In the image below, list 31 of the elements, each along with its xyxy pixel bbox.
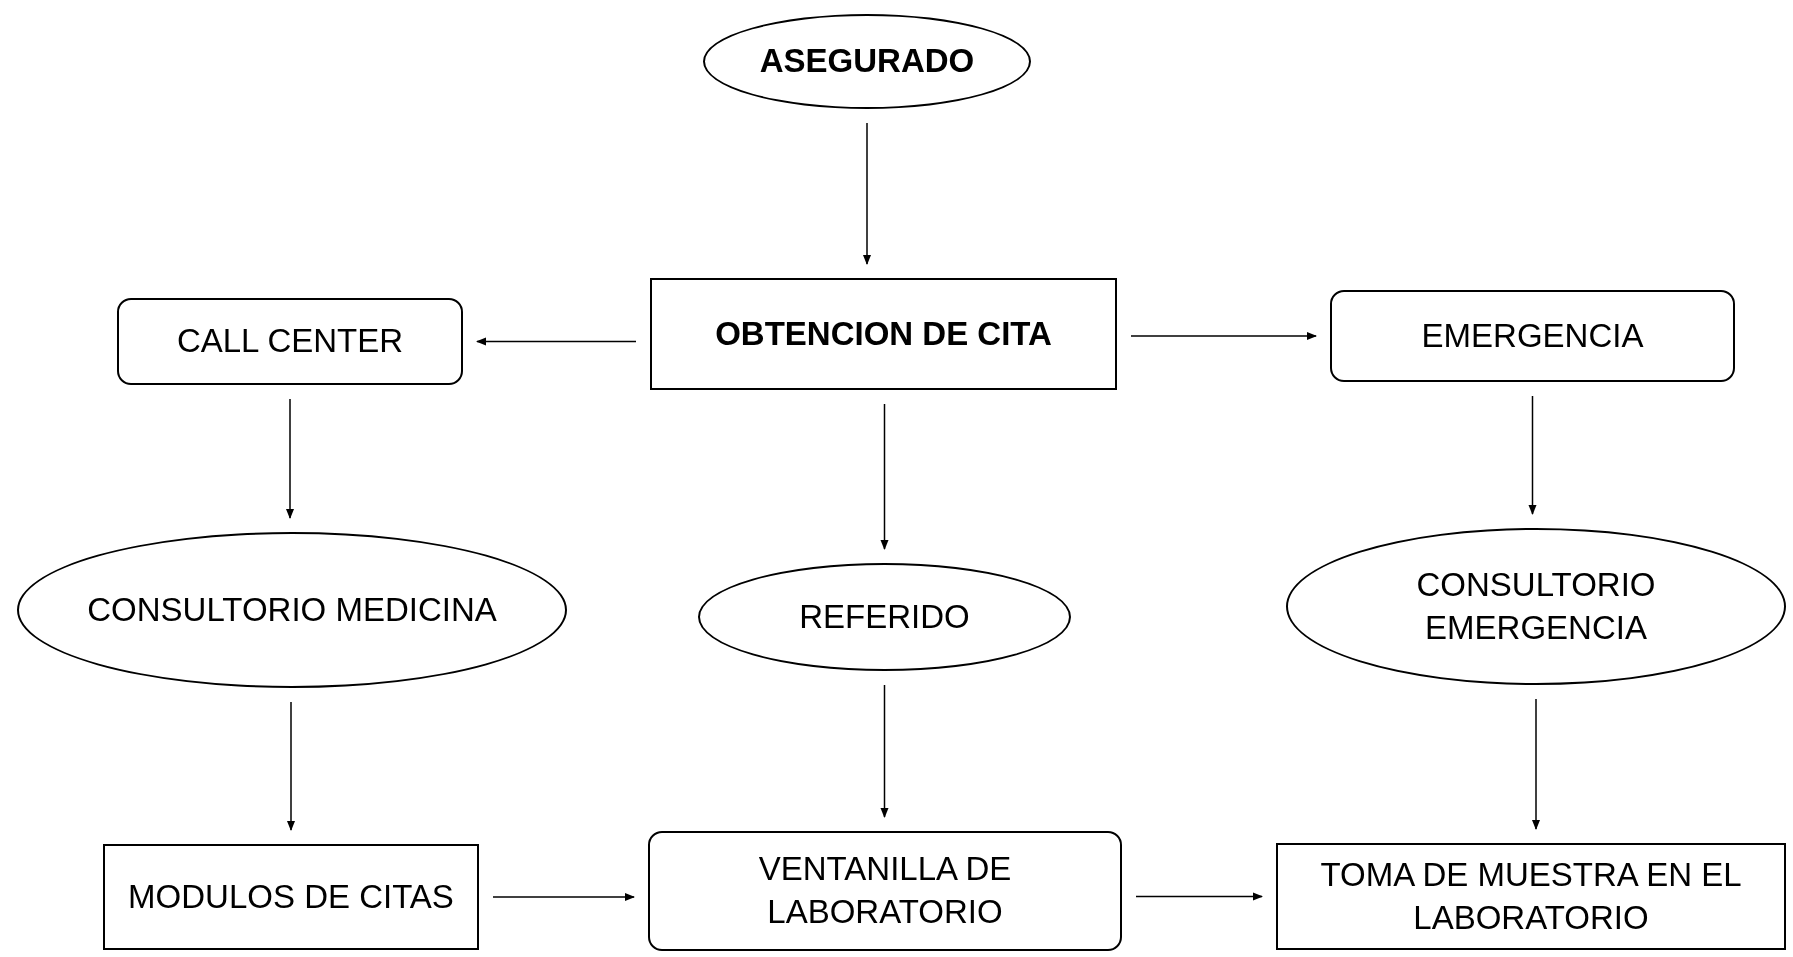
node-label: VENTANILLA DE LABORATORIO — [757, 849, 1013, 932]
node-label: TOMA DE MUESTRA EN EL LABORATORIO — [1319, 854, 1743, 938]
arrow — [492, 893, 635, 901]
arrow — [476, 337, 637, 346]
node-label: CALL CENTER — [176, 321, 404, 362]
node-label: OBTENCION DE CITA — [715, 313, 1052, 354]
node-label: REFERIDO — [799, 596, 970, 637]
process-box — [103, 844, 479, 950]
arrow — [1130, 332, 1317, 340]
arrow — [880, 684, 889, 818]
process-box — [650, 278, 1117, 390]
rounded-box — [117, 298, 463, 385]
ellipse-node — [698, 563, 1071, 671]
node-label: ASEGURADO — [759, 41, 975, 82]
node-label: MODULOS DE CITAS — [128, 876, 454, 917]
node-label: CONSULTORIO EMERGENCIA — [1415, 564, 1657, 648]
arrow — [1532, 698, 1540, 830]
arrow — [863, 122, 871, 265]
arrow — [287, 701, 295, 831]
node-label: CONSULTORIO MEDICINA — [87, 589, 497, 630]
rounded-box — [1330, 290, 1735, 382]
ellipse-node — [703, 14, 1031, 109]
arrow — [1528, 395, 1537, 515]
process-box — [1276, 843, 1786, 950]
rounded-box — [648, 831, 1122, 951]
arrow — [1135, 892, 1263, 901]
node-label: EMERGENCIA — [1421, 315, 1644, 356]
arrow — [286, 398, 294, 519]
arrow — [880, 403, 889, 550]
ellipse-node — [1286, 528, 1786, 685]
ellipse-node — [17, 532, 567, 688]
